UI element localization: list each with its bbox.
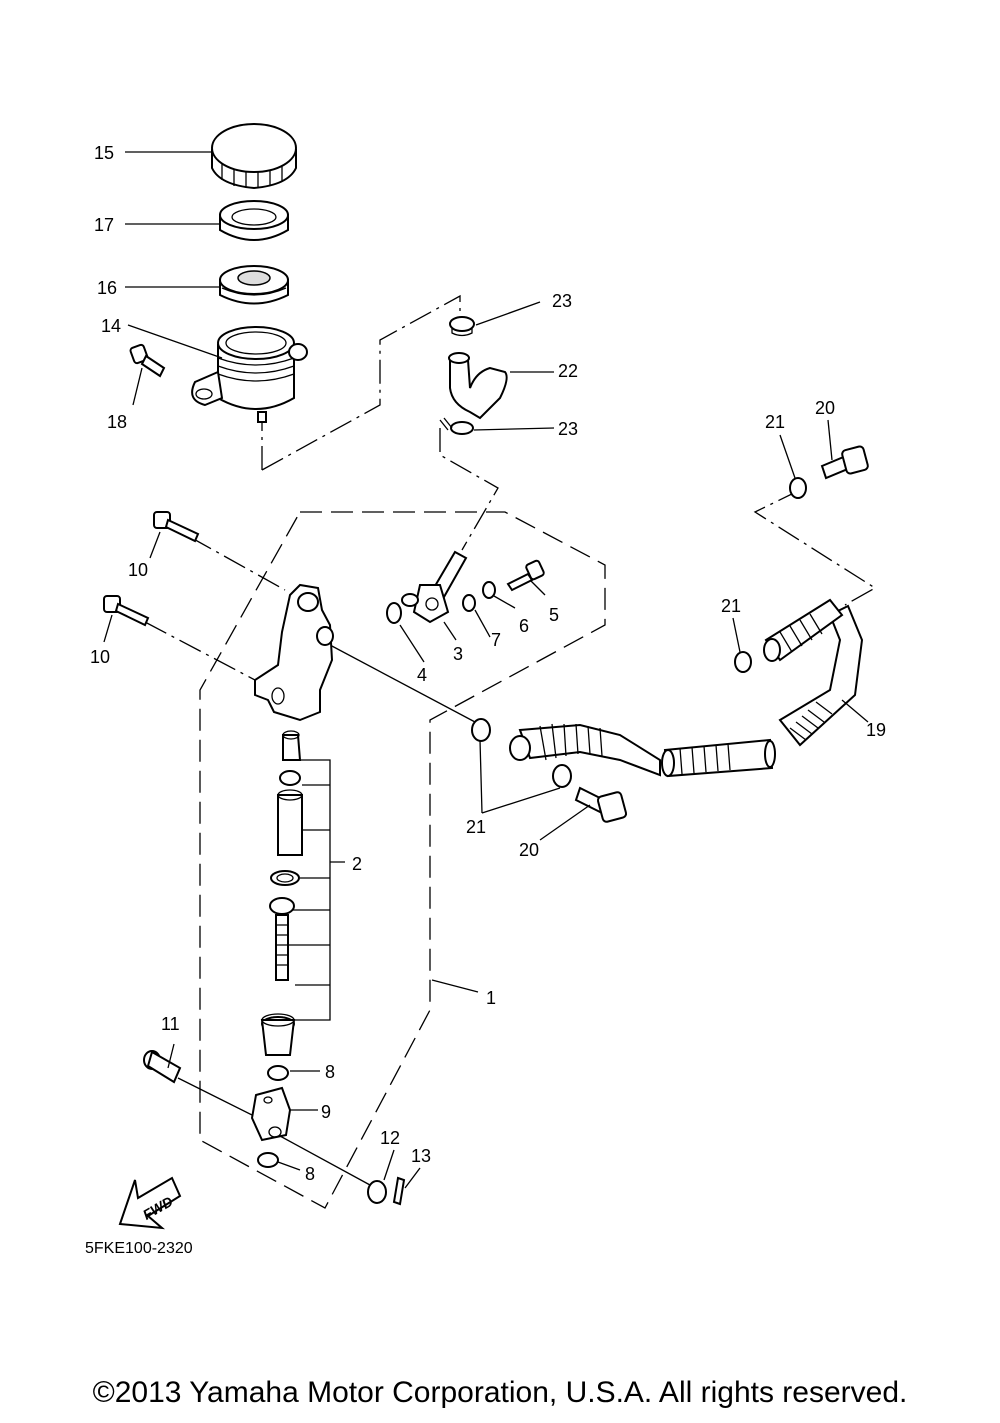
- callout-21-mid: 21: [466, 817, 486, 837]
- callout-10-lower: 10: [90, 647, 110, 667]
- callout-10-upper: 10: [128, 560, 148, 580]
- callout-11: 11: [161, 1014, 180, 1034]
- fwd-arrow-icon: FWD: [118, 1176, 182, 1230]
- callout-9: 9: [321, 1102, 331, 1122]
- brake-hose: [509, 598, 864, 778]
- mounting-bolt-upper: [153, 511, 200, 543]
- piston-kit: [260, 730, 303, 1056]
- routing-line-rear-hose: [753, 489, 877, 606]
- routing-line-reservoir-hose: [261, 294, 461, 471]
- assembly-outline: [199, 511, 606, 1209]
- copyright-notice: ©2013 Yamaha Motor Corporation, U.S.A. A…: [92, 1376, 908, 1409]
- callout-23-lower: 23: [558, 419, 578, 439]
- washer-21-mid: [552, 764, 572, 788]
- callout-23-upper: 23: [552, 291, 572, 311]
- routing-line-bolt-lower: [144, 621, 256, 681]
- routing-line-bolt-upper: [189, 536, 286, 591]
- screw-5: [506, 559, 545, 592]
- callout-22: 22: [558, 361, 578, 381]
- callout-2: 2: [352, 854, 362, 874]
- callout-16: 16: [97, 278, 117, 298]
- washer-12: [367, 1180, 387, 1204]
- callout-15: 15: [94, 143, 114, 163]
- nut-lower: [257, 1152, 279, 1168]
- callout-21-hose: 21: [721, 596, 741, 616]
- callout-14: 14: [101, 316, 121, 336]
- hose-clip-upper: [449, 316, 475, 337]
- routing-line-washer-21: [329, 644, 476, 723]
- washer-21-top: [789, 477, 807, 499]
- union-bolt-upper: [820, 445, 869, 480]
- routing-line-clevis: [279, 1135, 371, 1186]
- clevis-pin: [143, 1050, 182, 1084]
- callout-1: 1: [486, 988, 496, 1008]
- callout-13: 13: [411, 1146, 431, 1166]
- callout-17: 17: [94, 215, 114, 235]
- cap-holder-ring: [219, 200, 289, 241]
- callout-3: 3: [453, 644, 463, 664]
- reservoir-tank: [191, 326, 308, 423]
- drawing-code: 5FKE100-2320: [85, 1240, 193, 1257]
- o-ring: [386, 602, 402, 624]
- callout-8-lower: 8: [305, 1164, 315, 1184]
- reservoir-bolt: [129, 343, 166, 378]
- reservoir-hose: [448, 352, 508, 420]
- reservoir-cap: [211, 123, 297, 190]
- union-bolt-lower: [574, 786, 628, 823]
- washer-21-hose: [734, 651, 752, 673]
- callout-20-lower: 20: [519, 840, 539, 860]
- hose-joint: [401, 550, 468, 624]
- mounting-bolt-lower: [103, 595, 150, 627]
- callout-18: 18: [107, 412, 127, 432]
- routing-line-pin: [177, 1077, 259, 1119]
- washer-6: [482, 581, 496, 599]
- callout-8-upper: 8: [325, 1062, 335, 1082]
- leader-lines: [103, 151, 869, 1189]
- callout-4: 4: [417, 665, 427, 685]
- clevis: [250, 1086, 292, 1142]
- diaphragm: [219, 265, 289, 305]
- washer-21-left: [471, 718, 491, 742]
- hose-clip-lower: [439, 417, 474, 435]
- nut-upper: [267, 1065, 289, 1081]
- kit-bracket: [288, 759, 345, 1021]
- callout-20-top: 20: [815, 398, 835, 418]
- callout-12: 12: [380, 1128, 400, 1148]
- washer-7: [462, 594, 476, 612]
- master-cylinder-body: [254, 583, 334, 722]
- cotter-pin: [392, 1176, 406, 1206]
- callout-19: 19: [866, 720, 886, 740]
- callout-21-top: 21: [765, 412, 785, 432]
- callout-5: 5: [549, 605, 559, 625]
- routing-line-hose-joint: [439, 428, 499, 551]
- callout-7: 7: [491, 630, 501, 650]
- callout-6: 6: [519, 616, 529, 636]
